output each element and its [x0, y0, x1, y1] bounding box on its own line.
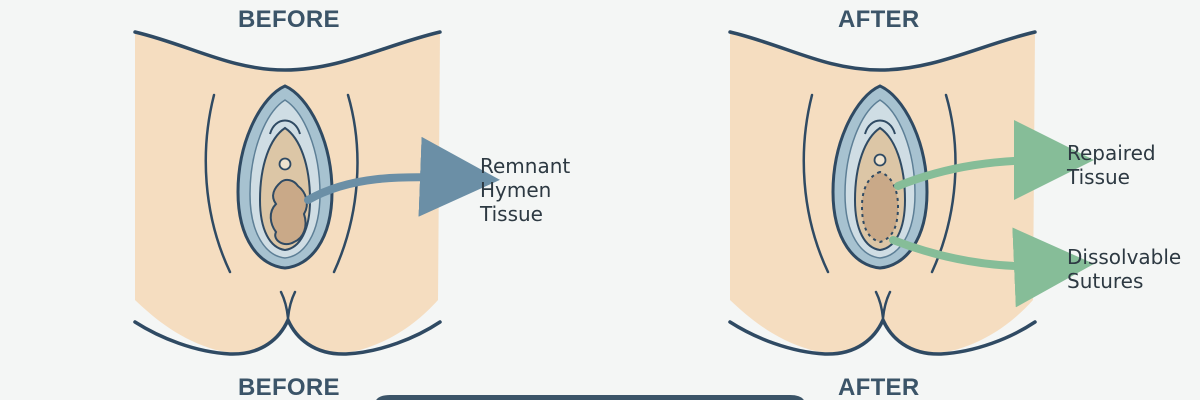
after-bottom-outline: [728, 315, 1037, 356]
bottom-banner-edge: [375, 395, 805, 400]
after-suture-line: [860, 170, 900, 244]
after-repaired-arrow: [894, 120, 1094, 201]
repaired-label-line-1: Repaired: [1067, 141, 1156, 165]
after-top-outline: [728, 30, 1037, 72]
remnant-hymen-tissue-label: Remnant Hymen Tissue: [480, 154, 570, 226]
after-anatomy-drawing: [728, 30, 1094, 356]
sutures-label-line-2: Sutures: [1067, 269, 1144, 293]
after-cleft-mark: [874, 290, 892, 320]
after-hood: [864, 119, 896, 135]
before-remnant-tissue: [269, 178, 308, 246]
repaired-label-line-2: Tissue: [1067, 165, 1130, 189]
remnant-label-line-2: Hymen: [480, 178, 552, 202]
before-left-crease: [204, 93, 232, 274]
remnant-label-line-1: Remnant: [480, 154, 571, 178]
bottom-after-heading: AFTER: [838, 374, 920, 400]
before-hood: [269, 119, 301, 135]
bottom-before-heading: BEFORE: [238, 374, 340, 400]
dissolvable-sutures-label: Dissolvable Sutures: [1067, 245, 1181, 293]
sutures-label-line-1: Dissolvable: [1067, 245, 1182, 269]
after-sutures-arrow: [889, 227, 1094, 308]
after-left-crease: [802, 93, 830, 274]
before-anatomy-drawing: [133, 30, 500, 356]
before-urethra: [278, 157, 292, 171]
repaired-tissue-label: Repaired Tissue: [1067, 141, 1156, 189]
before-bottom-outline: [133, 315, 442, 356]
before-cleft-mark: [279, 290, 297, 320]
before-heading: BEFORE: [238, 6, 340, 33]
after-urethra: [873, 153, 887, 167]
before-top-outline: [133, 30, 442, 72]
before-callout-arrow: [304, 136, 500, 217]
after-repaired-tissue: [862, 172, 898, 242]
remnant-label-line-3: Tissue: [480, 202, 543, 226]
after-heading: AFTER: [838, 6, 920, 33]
